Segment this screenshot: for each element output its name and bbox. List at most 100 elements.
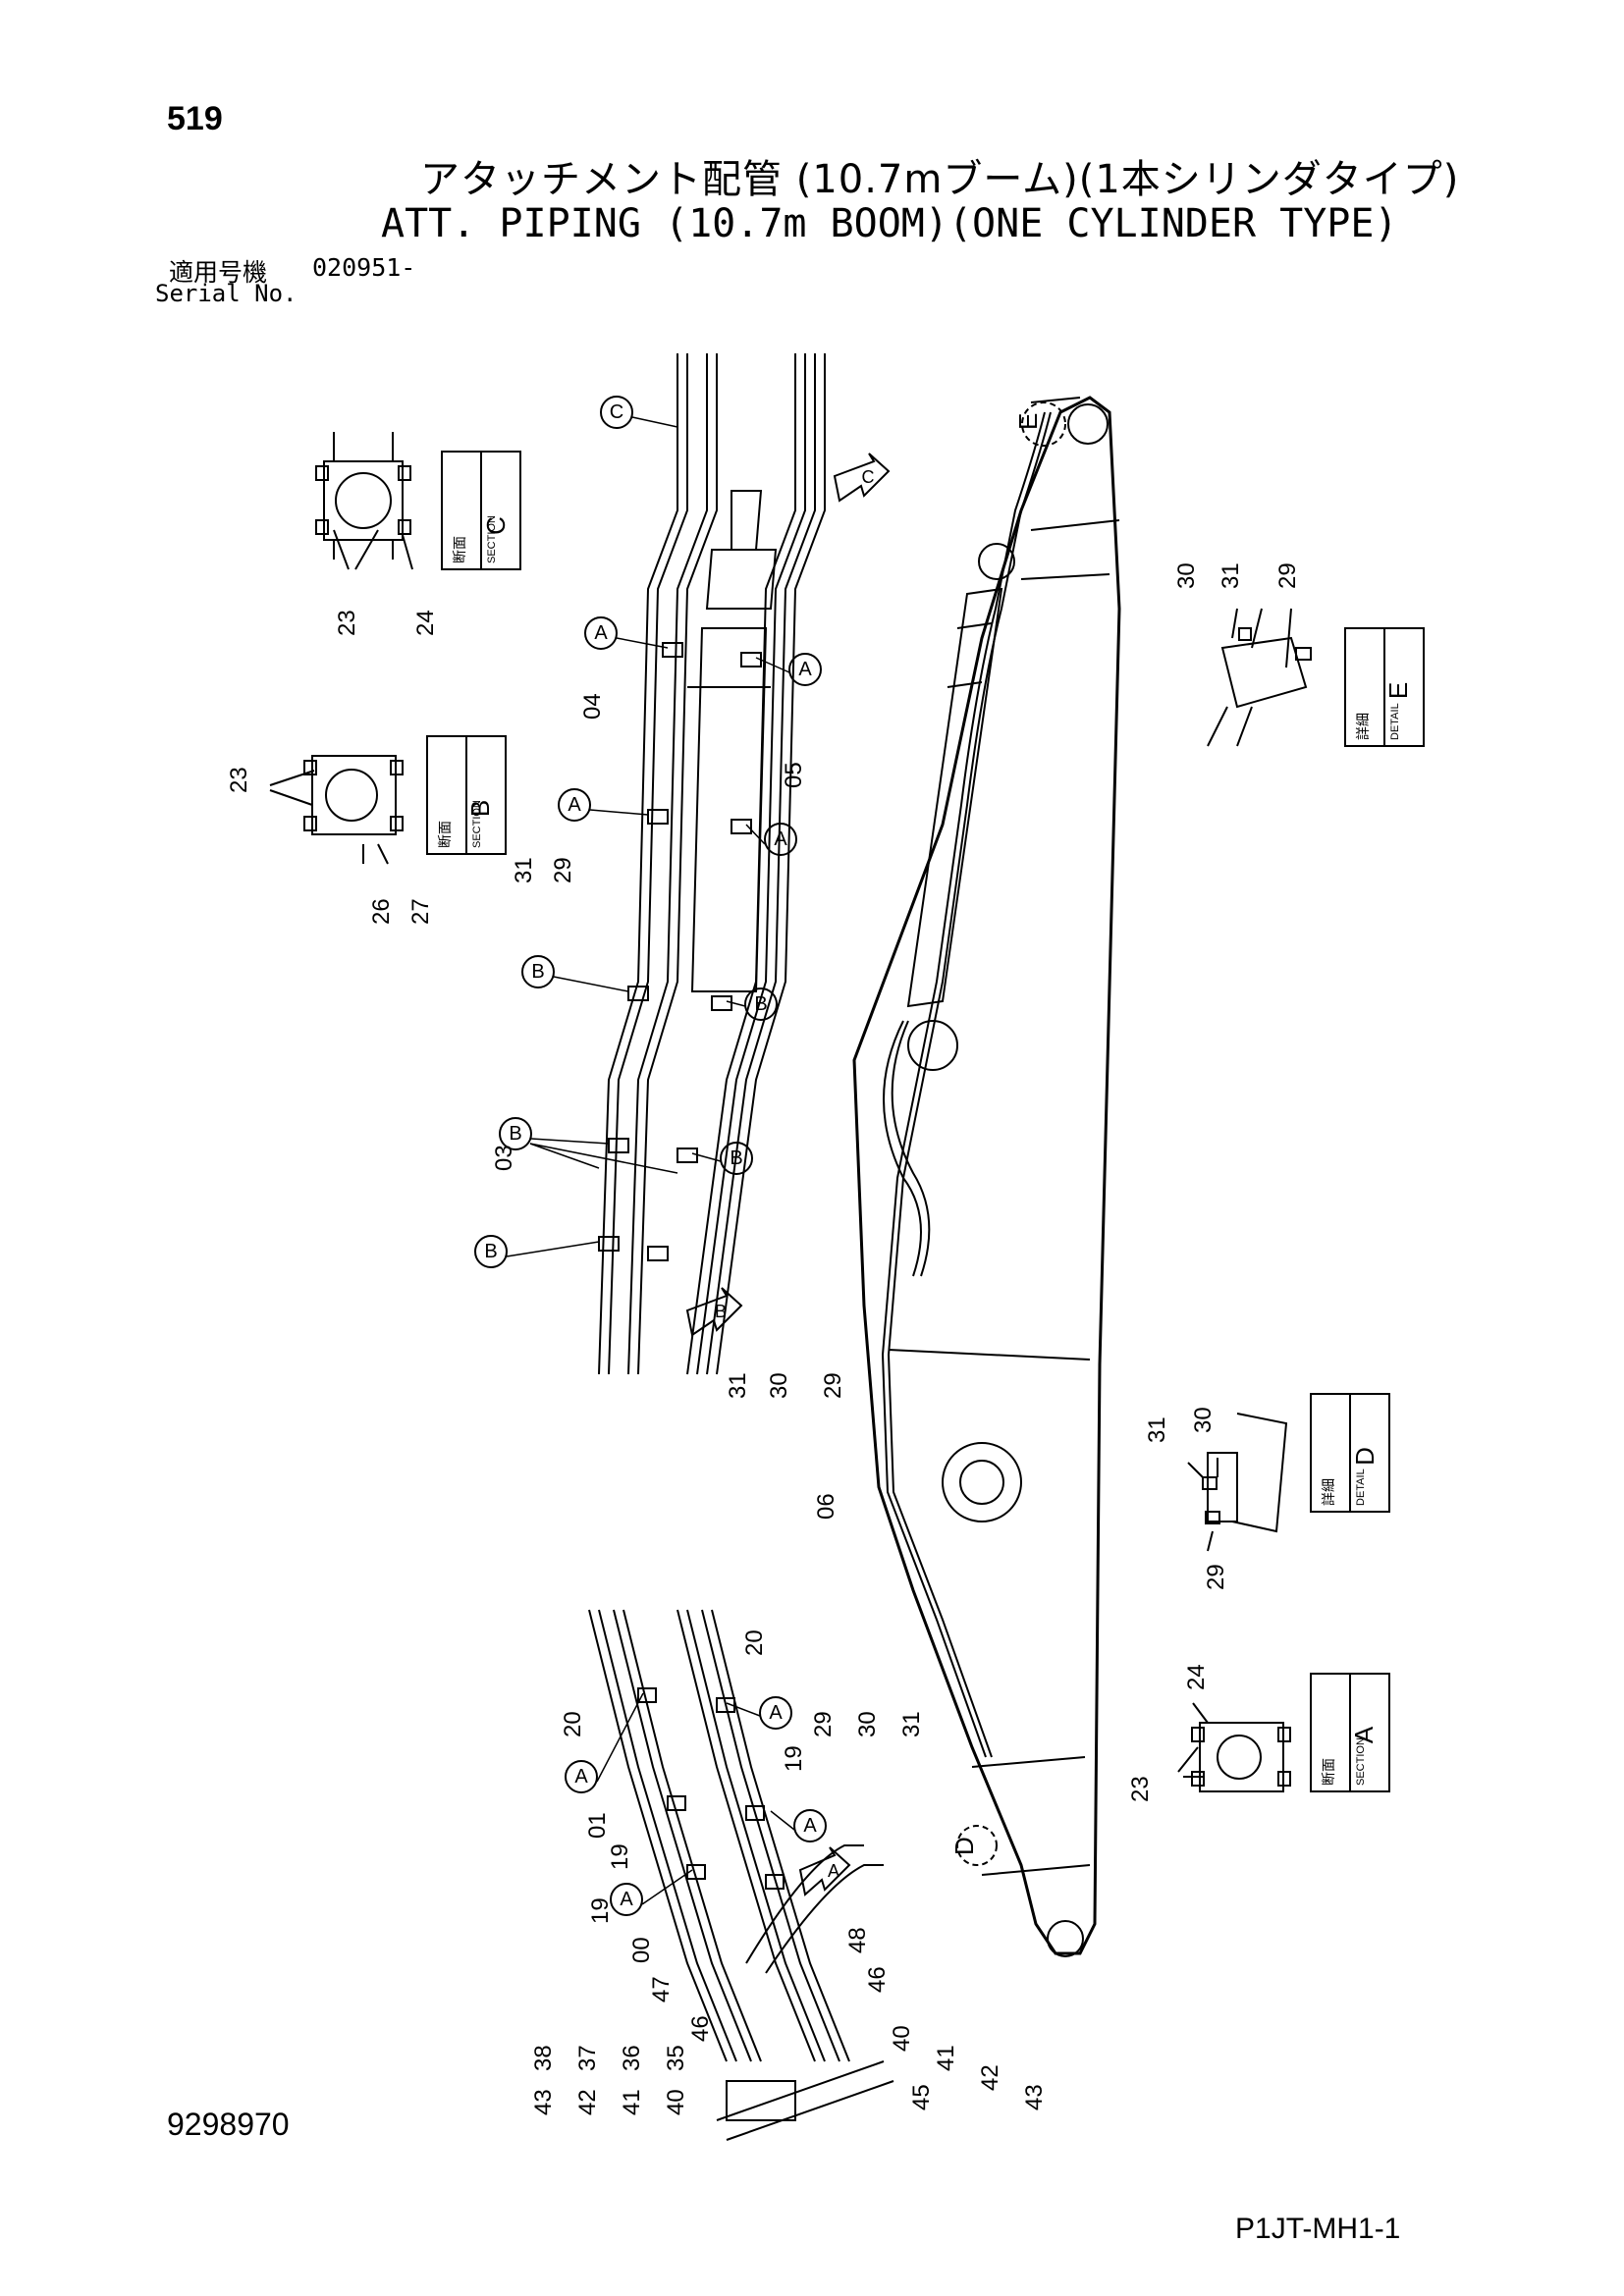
clamp-label: 29 bbox=[810, 1711, 837, 1737]
pipe-label-05: 05 bbox=[781, 762, 807, 788]
section-a-caption: SECTION bbox=[1355, 1737, 1367, 1786]
detail-e-caption-ja: 詳細 bbox=[1355, 713, 1371, 740]
part-label: 23 bbox=[226, 767, 252, 793]
pipe-label-03: 03 bbox=[491, 1145, 517, 1171]
circle-callouts bbox=[474, 396, 827, 1916]
view-arrow-a-label: A bbox=[827, 1861, 839, 1881]
fitting-label: 42 bbox=[574, 2089, 601, 2115]
part-label: 31 bbox=[1218, 562, 1244, 589]
fitting-label: 41 bbox=[933, 2045, 959, 2071]
detail-d-caption-ja: 詳細 bbox=[1321, 1478, 1336, 1506]
part-label: 26 bbox=[368, 898, 395, 925]
fitting-label: 46 bbox=[864, 1966, 891, 1993]
callout-a: A bbox=[594, 622, 608, 644]
fitting-label: 43 bbox=[1021, 2084, 1048, 2110]
section-c-caption-ja: 断面 bbox=[452, 536, 467, 563]
clamp-label: 29 bbox=[820, 1372, 846, 1399]
callout-b: B bbox=[730, 1148, 743, 1169]
section-b-view bbox=[269, 735, 507, 865]
fitting-label: 40 bbox=[889, 2025, 915, 2052]
clamp-label: 30 bbox=[854, 1711, 881, 1737]
section-b-caption: SECTION bbox=[471, 800, 483, 848]
callout-a: A bbox=[568, 794, 581, 816]
boom-body bbox=[852, 396, 1121, 1957]
callout-b: B bbox=[509, 1123, 522, 1145]
view-arrow-c bbox=[833, 453, 891, 503]
serial-label-japanese: 適用号機 bbox=[169, 258, 268, 287]
callout-a: A bbox=[769, 1702, 783, 1724]
fitting-label: 45 bbox=[908, 2084, 935, 2110]
callout-a: A bbox=[620, 1889, 633, 1910]
serial-value: 020951- bbox=[312, 253, 416, 282]
callout-a: A bbox=[774, 828, 787, 850]
view-arrow-b bbox=[685, 1287, 743, 1337]
clamp-label: 30 bbox=[766, 1372, 792, 1399]
clamp-label: 31 bbox=[725, 1372, 751, 1399]
fitting-label: 37 bbox=[574, 2045, 601, 2071]
clamp-label: 31 bbox=[511, 857, 537, 883]
serial-label-english: Serial No. bbox=[155, 280, 298, 307]
fitting-label: 42 bbox=[977, 2064, 1003, 2091]
fitting-label: 46 bbox=[687, 2015, 714, 2042]
upper-piping bbox=[598, 353, 826, 1375]
fitting-label: 43 bbox=[530, 2089, 557, 2115]
fitting-label: 35 bbox=[663, 2045, 689, 2071]
fitting-label: 47 bbox=[648, 1976, 675, 2002]
leader-lines bbox=[506, 416, 795, 1905]
clamp-label: 29 bbox=[550, 857, 576, 883]
part-label: 27 bbox=[407, 898, 434, 925]
fitting-label: 40 bbox=[663, 2089, 689, 2115]
fitting-label: 36 bbox=[619, 2045, 645, 2071]
detail-e-letter: E bbox=[1383, 681, 1414, 700]
pipe-label-00: 00 bbox=[628, 1937, 655, 1963]
part-label: 29 bbox=[1274, 562, 1301, 589]
pipe-label-01: 01 bbox=[584, 1812, 611, 1839]
clamp-label: 19 bbox=[781, 1745, 807, 1772]
title-japanese: アタッチメント配管 (10.7mブーム)(1本シリンダタイプ) bbox=[420, 157, 1460, 202]
part-label: 24 bbox=[1183, 1664, 1210, 1690]
callout-a: A bbox=[574, 1766, 588, 1788]
clamp-label: 20 bbox=[560, 1711, 586, 1737]
part-label: 29 bbox=[1203, 1564, 1229, 1590]
view-arrow-b-label: B bbox=[714, 1302, 727, 1321]
clamp-label: 19 bbox=[607, 1843, 633, 1870]
fitting-label: 41 bbox=[619, 2089, 645, 2115]
svg-text:D: D bbox=[949, 1837, 979, 1855]
detail-e-caption: DETAIL bbox=[1389, 703, 1401, 740]
section-c-view bbox=[315, 432, 521, 570]
view-arrow-c-label: C bbox=[861, 467, 875, 487]
part-label: 23 bbox=[1127, 1776, 1154, 1802]
part-label: 30 bbox=[1173, 562, 1200, 589]
pipe-label-04: 04 bbox=[579, 693, 606, 720]
section-a-caption-ja: 断面 bbox=[1321, 1758, 1336, 1786]
part-label: 24 bbox=[412, 610, 439, 636]
section-b-caption-ja: 断面 bbox=[437, 821, 453, 848]
detail-d-letter: D bbox=[1349, 1447, 1380, 1466]
clamp-label: 19 bbox=[587, 1897, 614, 1924]
detail-e-view bbox=[1207, 608, 1425, 747]
detail-d-view bbox=[1187, 1393, 1390, 1552]
svg-text:E: E bbox=[1013, 413, 1043, 430]
part-label: 31 bbox=[1144, 1416, 1170, 1443]
section-a-view bbox=[1177, 1673, 1390, 1792]
page-number: 519 bbox=[167, 100, 223, 137]
fitting-label: 38 bbox=[530, 2045, 557, 2071]
callout-b: B bbox=[531, 961, 545, 983]
detail-d-caption: DETAIL bbox=[1355, 1468, 1367, 1506]
section-c-caption: SECTION bbox=[486, 515, 498, 563]
lower-piping bbox=[588, 1609, 894, 2141]
pipe-label-06: 06 bbox=[813, 1493, 839, 1520]
fitting-label: 48 bbox=[844, 1927, 871, 1953]
model-code: P1JT-MH1-1 bbox=[1235, 2213, 1401, 2245]
callout-a: A bbox=[798, 659, 812, 680]
callout-b: B bbox=[754, 993, 768, 1015]
clamp-label: 20 bbox=[741, 1629, 768, 1656]
drawing-number: 9298970 bbox=[167, 2107, 290, 2142]
part-label: 30 bbox=[1190, 1407, 1217, 1433]
title-english: ATT. PIPING (10.7m BOOM)(ONE CYLINDER TY… bbox=[381, 201, 1398, 246]
clamp-label: 31 bbox=[898, 1711, 925, 1737]
callout-a: A bbox=[803, 1815, 817, 1837]
callout-c: C bbox=[609, 401, 624, 423]
view-arrow-a bbox=[798, 1846, 851, 1896]
